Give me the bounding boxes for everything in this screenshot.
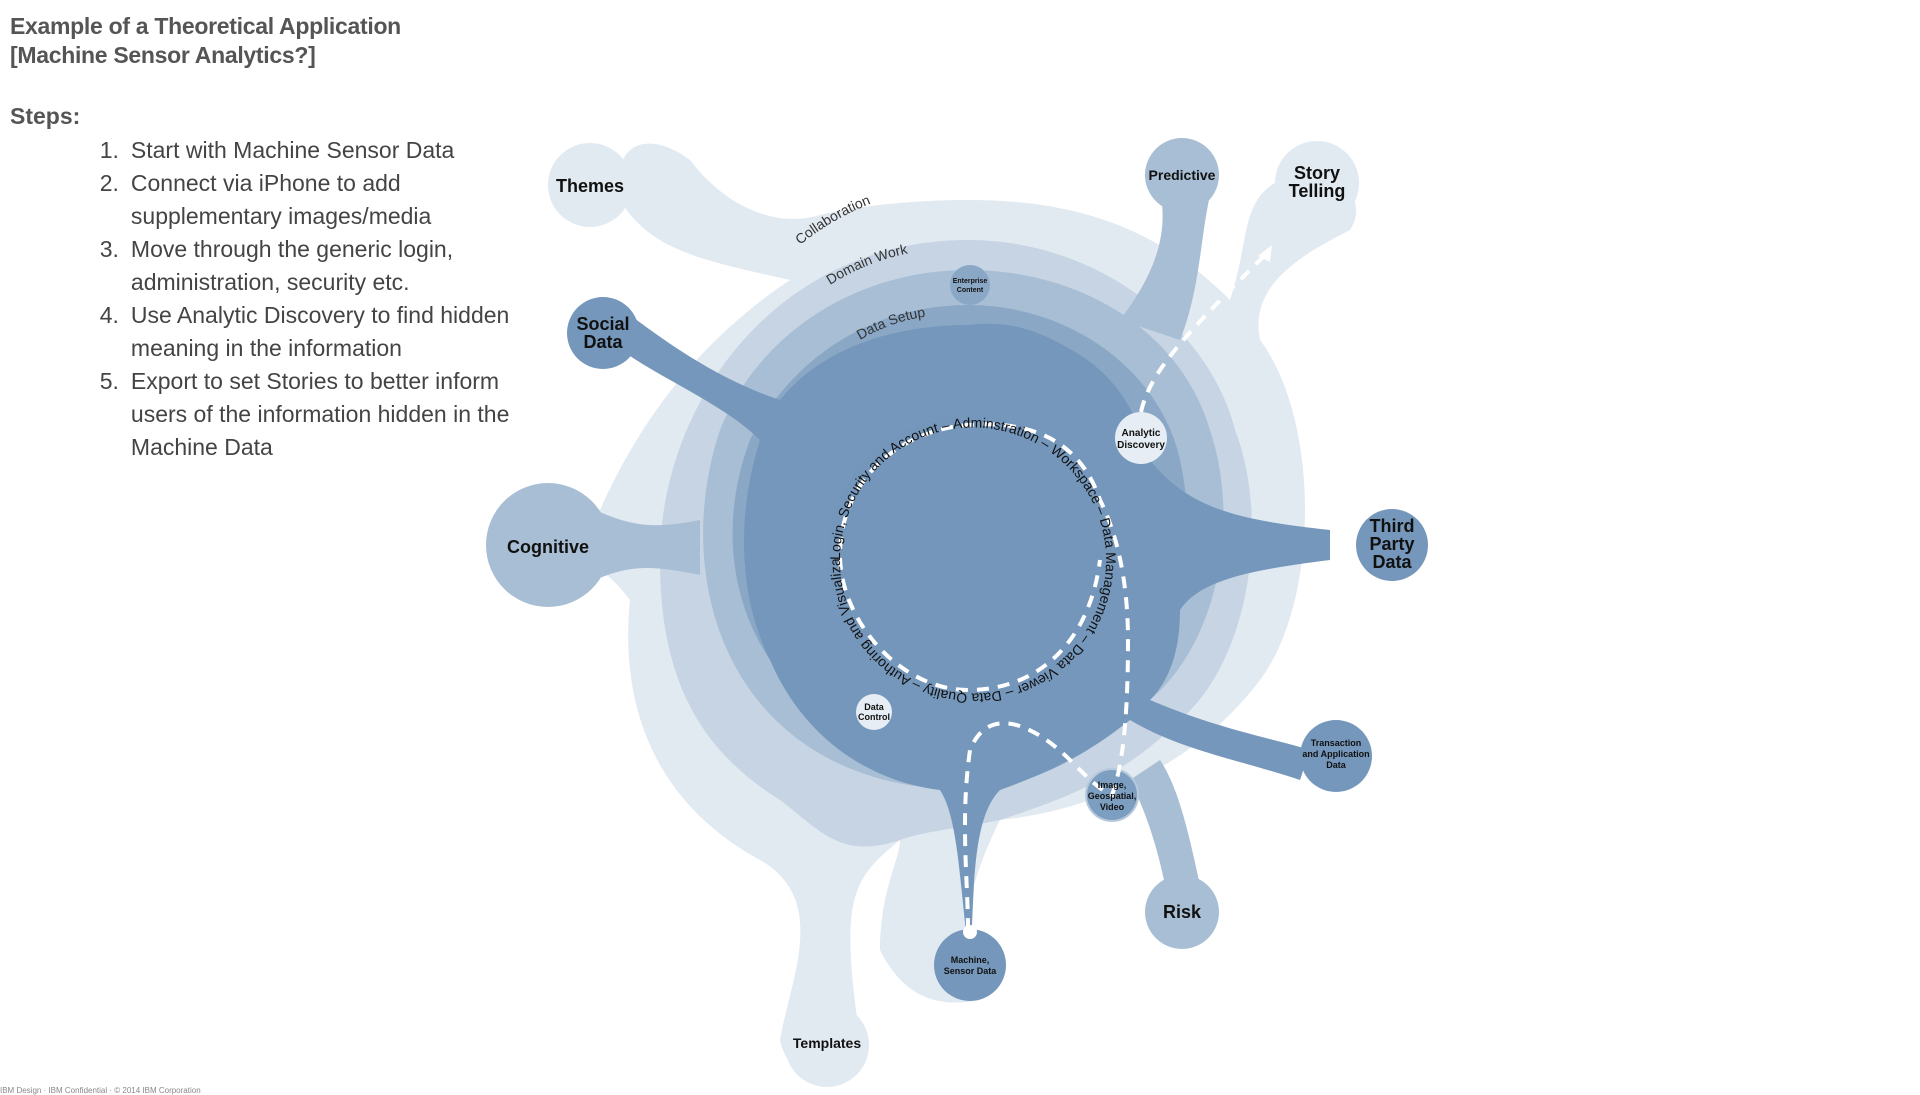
themes-node — [548, 143, 632, 227]
third-party-data-node — [1356, 509, 1428, 581]
transaction-label-1: Transaction — [1311, 738, 1362, 748]
analytic-discovery-node — [1115, 412, 1167, 464]
core-layer — [567, 297, 1428, 1001]
step-number: 3. — [99, 236, 119, 262]
step-number: 1. — [99, 137, 119, 163]
risk-tentacle — [1130, 760, 1200, 885]
transaction-label-2: and Application — [1302, 749, 1369, 759]
flow-path-dashed — [837, 422, 1131, 931]
machine-sensor-label-2: Sensor Data — [944, 966, 998, 976]
step-text: Use Analytic Discovery to find hidden me… — [130, 302, 510, 361]
story-telling-label-1: Story — [1294, 163, 1340, 183]
step-number: 5. — [99, 368, 119, 394]
machine-sensor-label-1: Machine, — [951, 955, 990, 965]
social-data-label-2: Data — [583, 332, 623, 352]
inner-circle — [828, 415, 1108, 695]
data-control-label-2: Control — [858, 712, 890, 722]
step-item: 2. Connect via iPhone to add supplementar… — [80, 167, 520, 233]
step-text: Export to set Stories to better inform u… — [130, 368, 510, 460]
footer-text: IBM Design · IBM Confidential · © 2014 I… — [0, 1086, 201, 1095]
predictive-tentacle — [1120, 190, 1210, 340]
step-number: 2. — [99, 170, 119, 196]
themes-label: Themes — [556, 176, 624, 196]
analytic-discovery-label-2: Discovery — [1117, 440, 1165, 451]
step-item: 4. Use Analytic Discovery to find hidden … — [80, 299, 520, 365]
image-geospatial-label-1: Image, — [1098, 780, 1127, 790]
flow-path-export — [1139, 248, 1272, 413]
enterprise-content-node — [950, 265, 990, 305]
steps-heading: Steps: — [10, 103, 81, 129]
risk-node — [1145, 875, 1219, 949]
flow-start-dot — [963, 925, 977, 939]
step-item: 3. Move through the generic login, admini… — [80, 233, 520, 299]
arrow-head-icon — [1258, 245, 1272, 262]
step-text: Move through the generic login, administ… — [130, 236, 454, 295]
analytic-discovery-label-1: Analytic — [1122, 428, 1161, 439]
enterprise-content-label-1: Enterprise — [953, 278, 988, 285]
step-text: Connect via iPhone to add supplementary … — [130, 170, 432, 229]
data-control-label-1: Data — [864, 702, 885, 712]
story-telling-label-2: Telling — [1289, 181, 1346, 201]
third-party-label-3: Data — [1372, 552, 1412, 572]
data-control-node — [856, 694, 892, 730]
cognitive-tentacle — [595, 510, 700, 580]
enterprise-content-label-2: Content — [957, 287, 984, 294]
story-telling-node — [1275, 141, 1359, 225]
risk-label: Risk — [1163, 902, 1202, 922]
step-text: Start with Machine Sensor Data — [130, 137, 455, 163]
third-party-label-1: Third — [1370, 516, 1415, 536]
image-geospatial-label-2: Geospatial, — [1088, 791, 1137, 801]
image-geospatial-label-3: Video — [1100, 802, 1125, 812]
predictive-node — [1145, 138, 1219, 212]
templates-label: Templates — [793, 1035, 861, 1051]
step-item: 1. Start with Machine Sensor Data — [80, 134, 520, 167]
step-number: 4. — [99, 302, 119, 328]
third-party-label-2: Party — [1369, 534, 1414, 554]
step-item: 5. Export to set Stories to better inform… — [80, 365, 520, 464]
templates-node — [785, 1003, 869, 1087]
transaction-data-node — [1300, 720, 1372, 792]
social-data-label-1: Social — [576, 314, 629, 334]
predictive-label: Predictive — [1149, 167, 1216, 183]
title-line-2: [Machine Sensor Analytics?] — [10, 42, 316, 68]
cognitive-label: Cognitive — [507, 537, 589, 557]
machine-sensor-node — [934, 929, 1006, 1001]
transaction-label-3: Data — [1326, 760, 1347, 770]
slide-title: Example of a Theoretical Application [Ma… — [10, 12, 401, 70]
cognitive-node — [486, 483, 610, 607]
steps-list: 1. Start with Machine Sensor Data 2. Conne… — [80, 134, 520, 464]
social-data-node — [567, 297, 639, 369]
title-line-1: Example of a Theoretical Application — [10, 13, 401, 39]
